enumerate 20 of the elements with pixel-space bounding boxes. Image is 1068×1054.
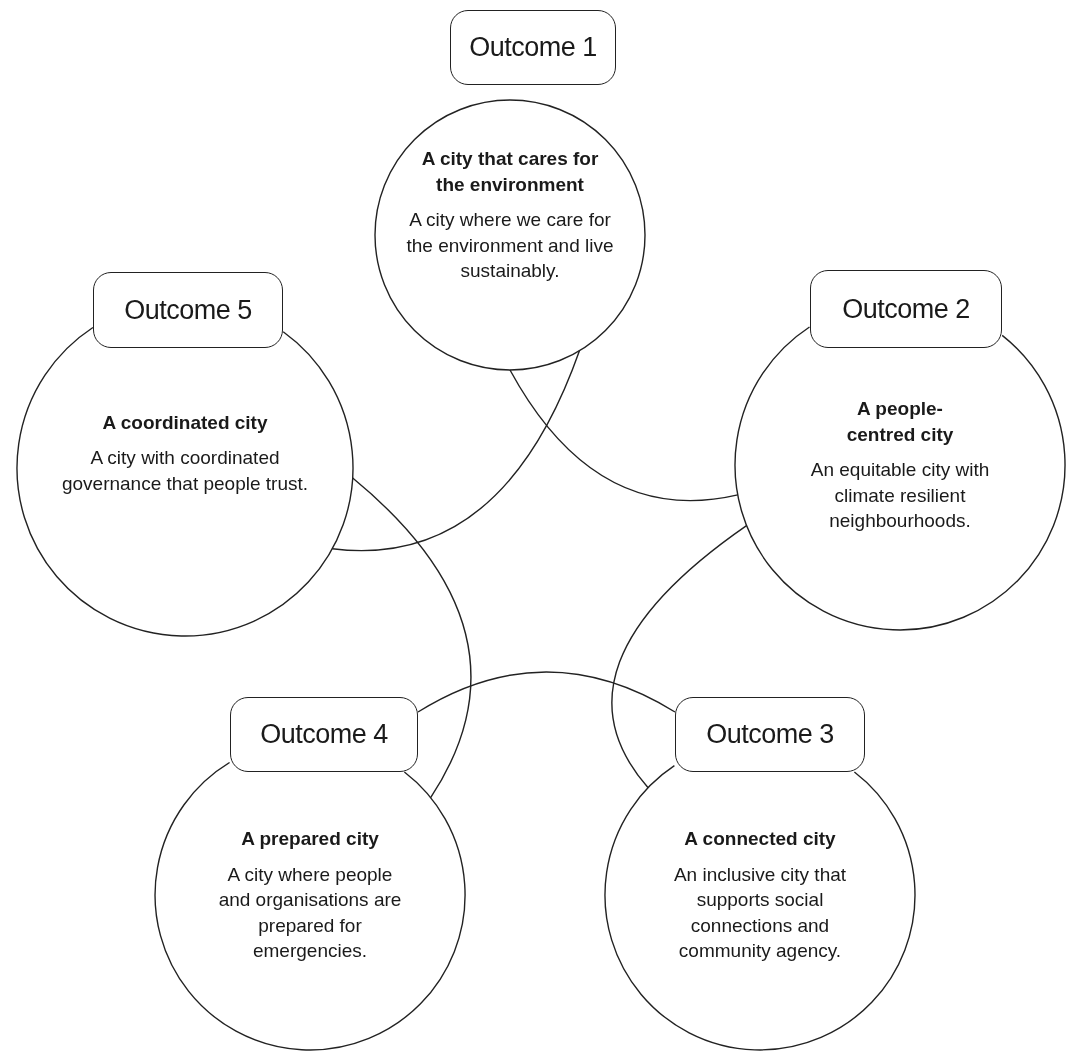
outcome-heading: A city that cares for the environment xyxy=(420,146,600,197)
outcome-tab: Outcome 5 xyxy=(93,272,283,348)
outcome-heading: A connected city xyxy=(683,826,837,851)
outcome-description: A city where people and organisations are prepared for emergencies. xyxy=(217,862,403,964)
outcome-tab: Outcome 2 xyxy=(810,270,1002,348)
outcome-description: A city with coordinated governance that people trust. xyxy=(60,446,310,496)
outcome-description: A city where we care for the environment and live sustainably. xyxy=(405,208,615,284)
outcome-description: An inclusive city that supports social connections and community agency. xyxy=(672,862,848,964)
outcome-tab: Outcome 3 xyxy=(675,697,865,772)
connector-arc xyxy=(417,671,676,713)
connector-arc xyxy=(611,524,748,789)
outcome-description: An equitable city with climate resilient neighbourhoods. xyxy=(809,458,991,534)
outcome-heading: A coordinated city xyxy=(101,410,269,435)
outcome-heading: A prepared city xyxy=(240,826,380,851)
connector-arc xyxy=(352,477,472,799)
connector-arc xyxy=(331,350,581,552)
connector-arc xyxy=(509,369,739,502)
outcome-tab: Outcome 1 xyxy=(450,10,616,85)
outcome-heading: A people-centred city xyxy=(845,396,955,447)
outcome-tab: Outcome 4 xyxy=(230,697,418,772)
